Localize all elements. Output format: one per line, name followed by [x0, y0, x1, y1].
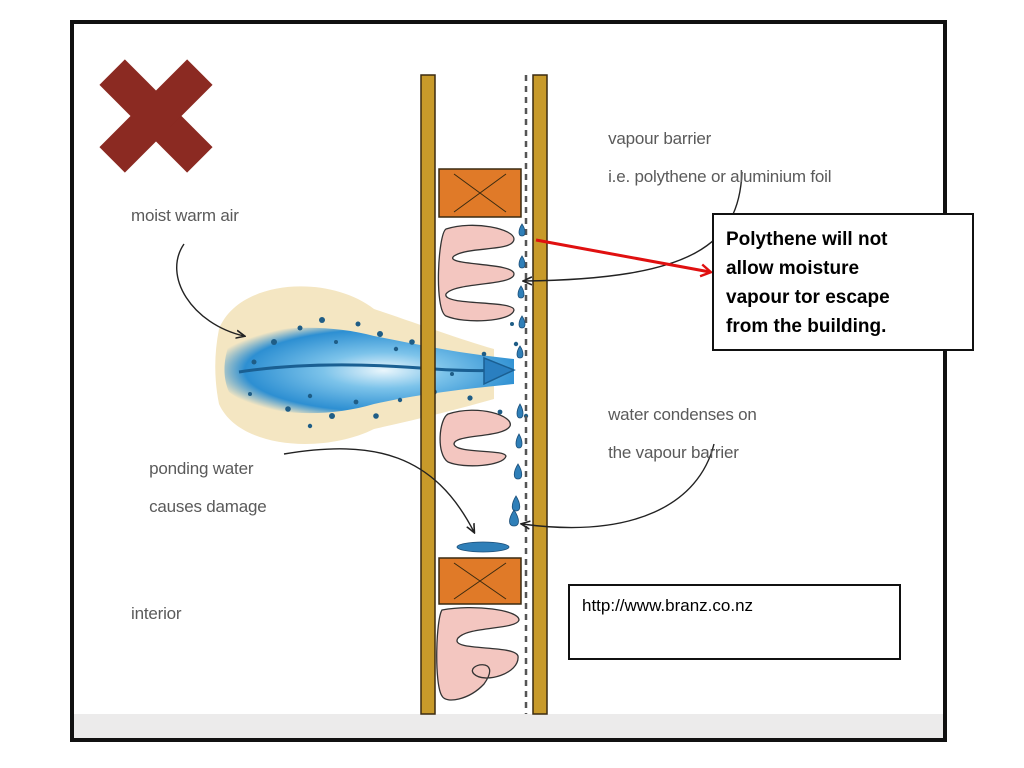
polythene-callout-line: Polythene will not — [726, 229, 888, 250]
right-timber-stud — [532, 74, 548, 715]
ponding-water-leader — [283, 448, 474, 532]
interior-label: interior — [131, 604, 182, 623]
polythene-callout-line: from the building. — [726, 316, 887, 337]
bottom-nogging-block — [438, 557, 522, 605]
cross-icon — [99, 59, 213, 173]
vapour-barrier-label-line1: vapour barrier — [608, 129, 712, 148]
wall-section — [420, 74, 548, 715]
insulation-middle — [439, 409, 511, 467]
vapour-barrier-label-line2: i.e. polythene or aluminium foil — [608, 167, 832, 186]
source-url-text[interactable]: http://www.branz.co.nz — [582, 596, 754, 615]
ponding-water-label: ponding water causes damage — [131, 440, 267, 535]
moist-warm-air-label: moist warm air — [131, 206, 239, 225]
ponding-water-label-line2: causes damage — [149, 497, 267, 516]
water-condenses-label-line2: the vapour barrier — [608, 443, 739, 462]
moist-air-leader — [176, 243, 244, 336]
polythene-callout-line: allow moisture — [726, 258, 860, 279]
water-condenses-label-line1: water condenses on — [608, 405, 757, 424]
left-timber-stud — [420, 74, 436, 715]
ponding-water-label-line1: ponding water — [149, 459, 254, 478]
insulation-lower — [436, 606, 520, 701]
insulation-upper — [437, 224, 515, 322]
red-pointer-arrow — [535, 238, 710, 272]
water-condenses-leader — [522, 443, 715, 527]
slide-frame: vapour barrier i.e. polythene or alumini… — [70, 20, 947, 742]
bottom-shadow-strip — [74, 714, 943, 738]
source-url-box: http://www.branz.co.nz — [568, 584, 901, 660]
polythene-callout-line: vapour tor escape — [726, 287, 890, 308]
water-condenses-label: water condenses on the vapour barrier — [590, 386, 757, 481]
wall-section-diagram — [74, 59, 943, 738]
polythene-callout-box: Polythene will not allow moisture vapour… — [712, 213, 974, 351]
vapour-barrier-label: vapour barrier i.e. polythene or alumini… — [590, 110, 831, 205]
vapour-barrier-leader — [524, 171, 743, 281]
condensation-droplets — [456, 223, 526, 553]
top-nogging-block — [438, 168, 522, 218]
